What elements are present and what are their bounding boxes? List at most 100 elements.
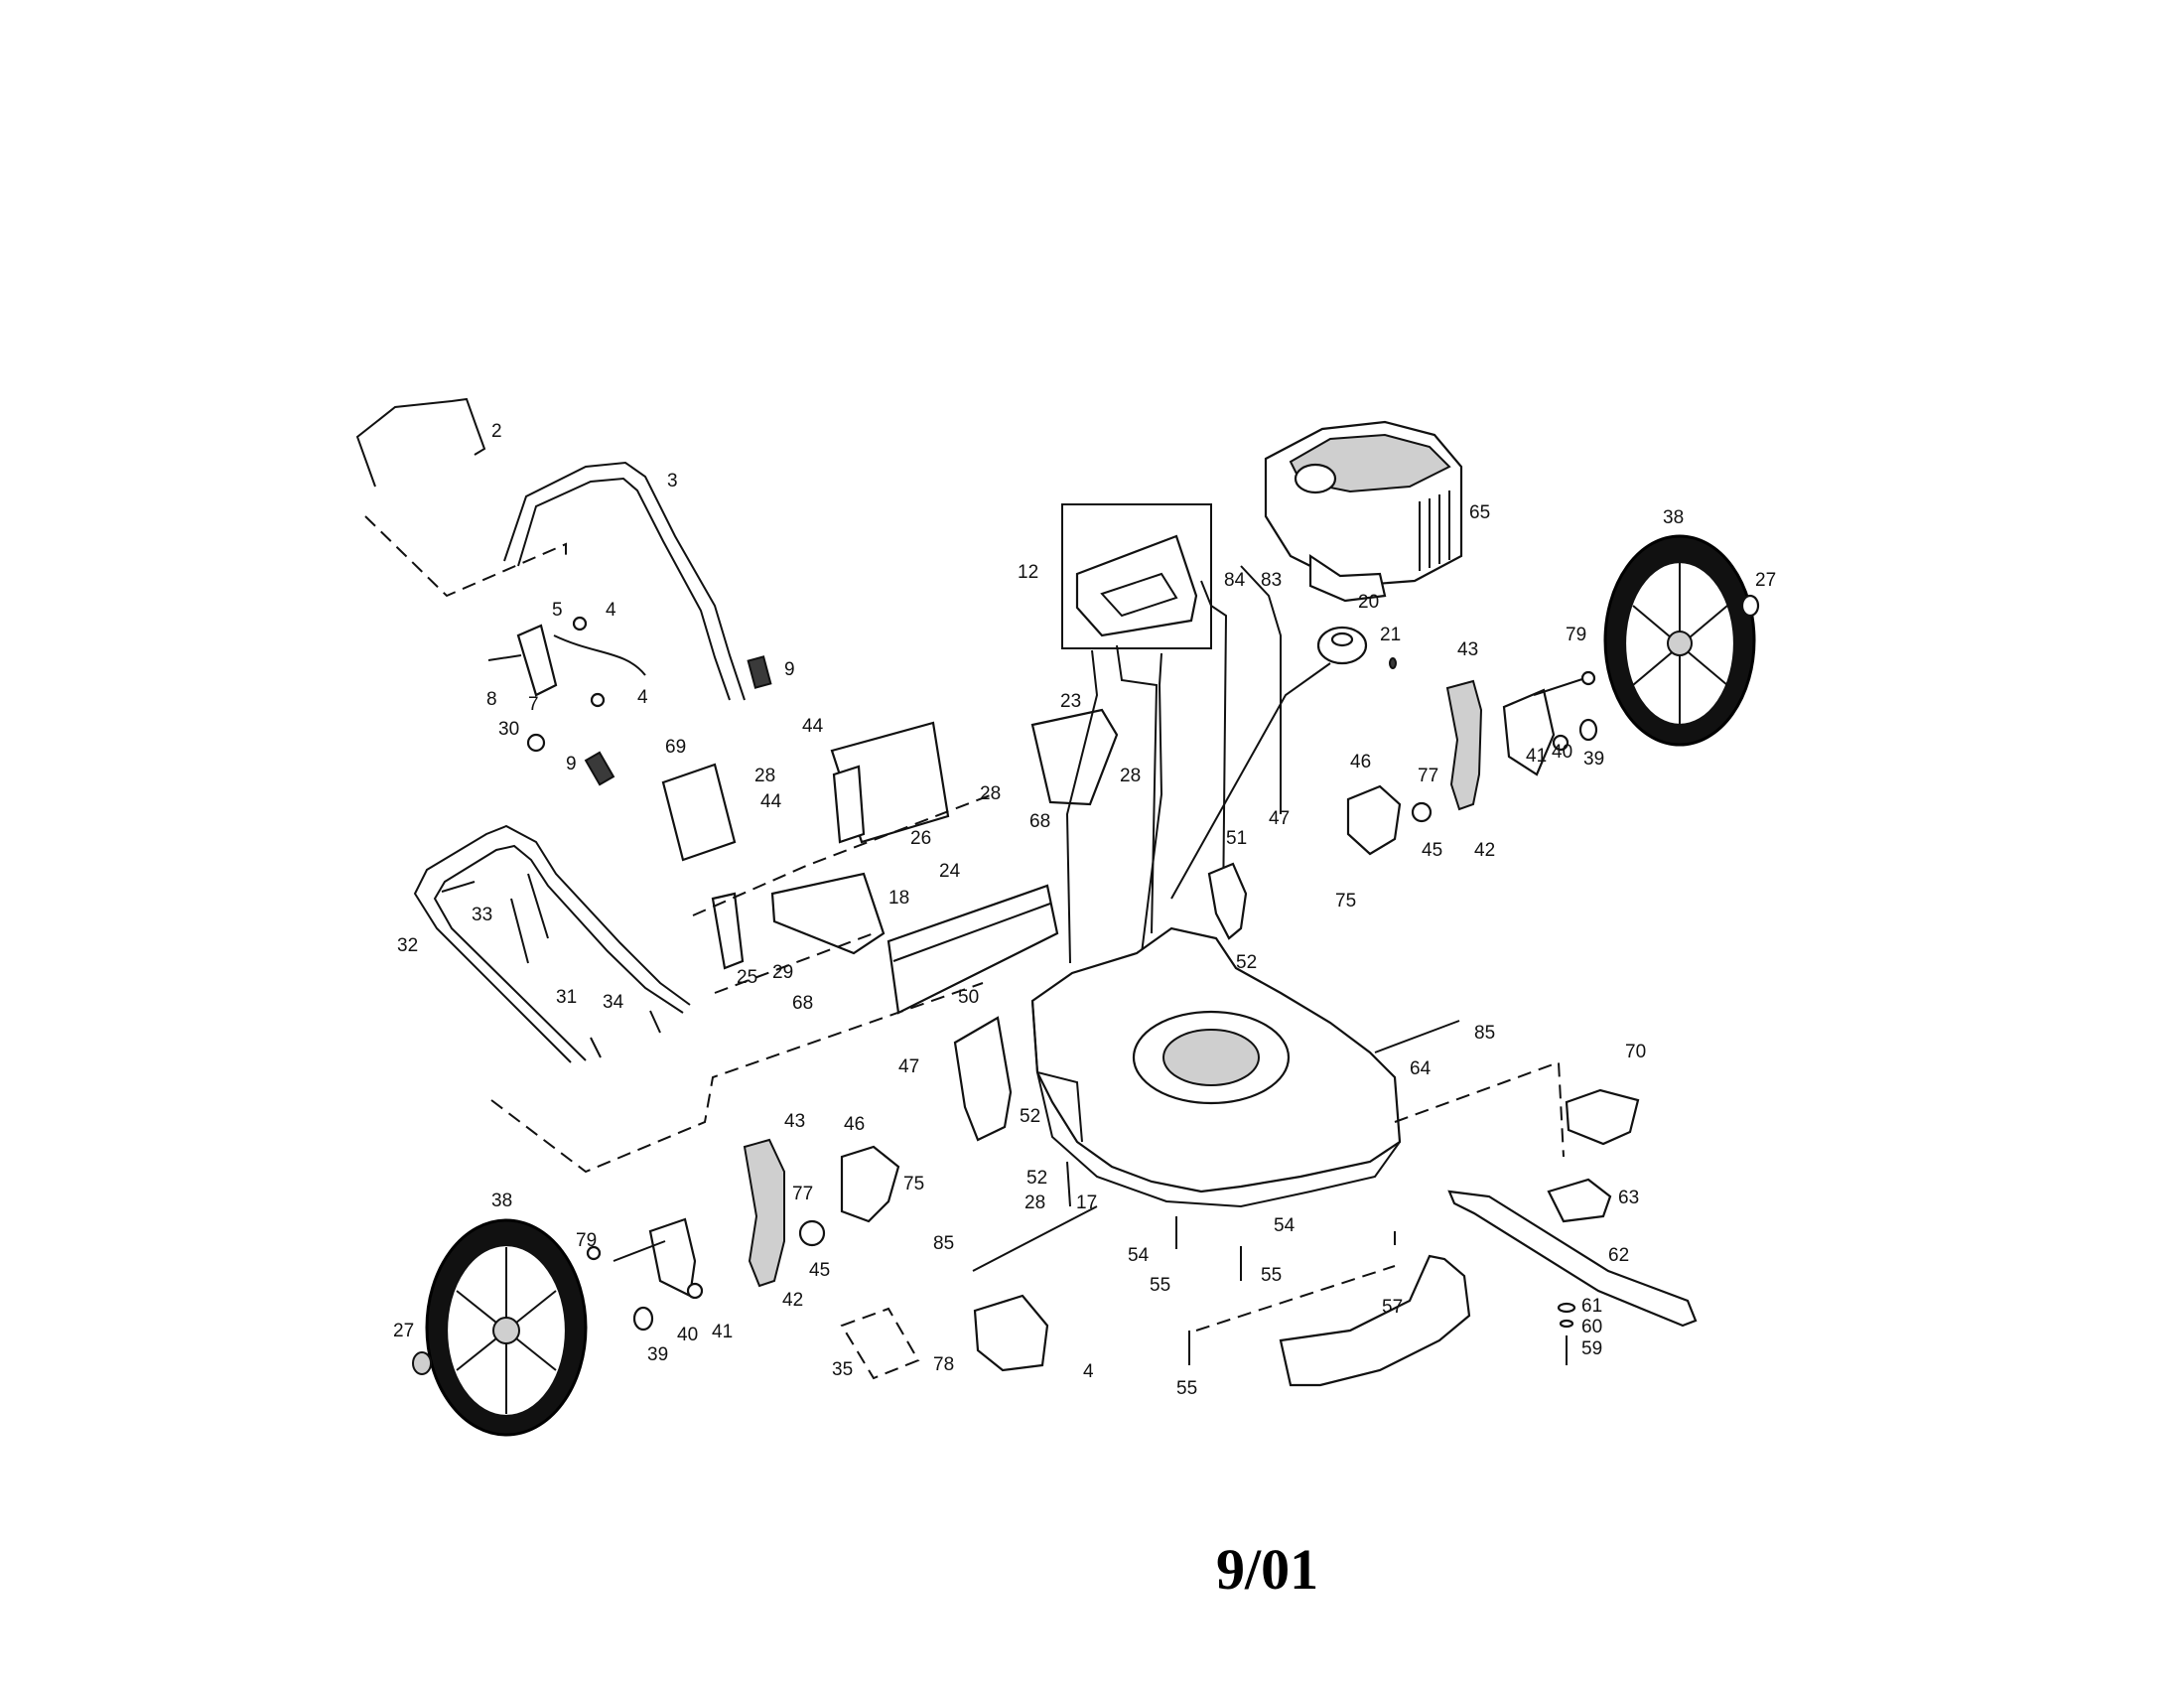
part-label: 17 [1076, 1193, 1097, 1213]
hubcap-27a [412, 1351, 432, 1375]
part-label: 40 [677, 1325, 698, 1345]
part-label: 85 [1474, 1023, 1495, 1044]
blade-guide [1195, 1060, 1565, 1332]
leader-lines [1065, 565, 1331, 964]
knob-4a [572, 616, 588, 632]
lever-43b [1445, 679, 1483, 811]
bolt-39a [632, 1306, 654, 1332]
hub-right [1667, 631, 1693, 656]
chute-29 [770, 872, 886, 955]
part-label: 43 [1457, 639, 1478, 660]
cable [553, 634, 646, 676]
part-label: 84 [1224, 570, 1246, 591]
mount-plate-12 [1075, 534, 1198, 637]
part-label: 45 [1422, 840, 1442, 861]
part-label: 26 [910, 828, 931, 849]
part-label: 41 [712, 1322, 733, 1342]
engine-cap [1294, 463, 1337, 494]
part-label: 46 [844, 1114, 865, 1135]
part-label: 28 [1120, 766, 1141, 786]
part-label: 18 [888, 888, 909, 909]
upper-handle-group [355, 397, 772, 786]
plate-46a [840, 1145, 900, 1223]
part-label: 52 [1026, 1168, 1047, 1189]
part-label: 59 [1581, 1338, 1602, 1359]
part-label: 55 [1261, 1265, 1282, 1286]
part-label: 39 [1583, 749, 1604, 770]
part-label: 42 [782, 1290, 803, 1311]
deck-rear [1031, 1000, 1083, 1143]
bolt-33 [441, 881, 476, 893]
lower-handle-inner [433, 844, 684, 1061]
part-label: 34 [603, 992, 624, 1013]
engine-fins [1419, 491, 1450, 571]
part-label: 42 [1474, 840, 1495, 861]
bracket-26-plate [832, 765, 866, 844]
axle-shaft-a [613, 1240, 666, 1262]
chute-guide [692, 793, 994, 994]
inset-12 [1061, 503, 1212, 649]
part-label: 4 [637, 687, 648, 708]
part-label: 32 [397, 935, 418, 956]
part-label: 69 [665, 737, 686, 758]
part-label: 44 [760, 791, 782, 812]
part-label: 39 [647, 1344, 668, 1365]
part-label: 8 [486, 689, 497, 710]
part-label: 38 [1663, 507, 1684, 528]
spacer-45b [1411, 801, 1433, 823]
deflector-35 [840, 1307, 920, 1380]
bracket-25 [711, 892, 745, 970]
washer-79a [586, 1245, 602, 1261]
part-label: 75 [1335, 891, 1356, 912]
part-label: 25 [737, 967, 757, 988]
part-label: 55 [1150, 1275, 1170, 1296]
part-label: 4 [1083, 1361, 1094, 1382]
part-label: 31 [556, 987, 577, 1008]
part-label: 41 [1526, 746, 1547, 767]
part-label: 68 [792, 993, 813, 1014]
lower-handle-group [413, 824, 984, 1174]
part-label: 23 [1060, 691, 1081, 712]
engine-group [1264, 420, 1463, 603]
lockwasher-60 [1559, 1319, 1574, 1329]
blade-62 [1447, 1190, 1698, 1328]
part-label: 52 [1236, 952, 1257, 973]
part-label: 30 [498, 719, 519, 740]
part-label: 83 [1261, 570, 1282, 591]
pulley-20-hub [1330, 632, 1354, 647]
lower-handle [413, 824, 691, 1063]
engine-base [1308, 553, 1387, 603]
part-label: 20 [1358, 592, 1379, 613]
hand-grip-left [584, 751, 615, 786]
height-adjuster-50 [953, 1016, 1013, 1142]
spring-31a [527, 873, 549, 939]
lever-43a [743, 1138, 785, 1288]
axle-shaft-b [1533, 676, 1589, 696]
part-label: 9 [784, 659, 795, 680]
hand-grip-right [747, 655, 772, 689]
part-label: 75 [903, 1174, 924, 1194]
skirt-57 [1279, 1254, 1471, 1387]
part-label: 62 [1608, 1245, 1629, 1266]
part-label: 12 [1018, 562, 1038, 583]
adapter-70 [1565, 1088, 1640, 1146]
leader-84 [1200, 580, 1228, 914]
part-labels: 2 3 4 4 4 5 7 8 9 9 12 17 18 20 21 23 24… [393, 421, 1776, 1399]
part-label: 2 [491, 421, 502, 442]
bag-cover-69 [661, 763, 737, 862]
flap-24-fold [892, 903, 1051, 962]
axle-41a [648, 1217, 697, 1298]
part-label: 40 [1552, 742, 1572, 763]
washer-61 [1557, 1302, 1576, 1314]
part-label: 4 [606, 600, 616, 621]
part-label: 64 [1410, 1058, 1432, 1079]
part-label: 61 [1581, 1296, 1602, 1317]
part-label: 68 [1029, 811, 1050, 832]
part-label: 65 [1469, 502, 1490, 523]
part-label: 29 [772, 962, 793, 983]
part-label: 21 [1380, 625, 1401, 645]
upper-handle [503, 461, 746, 701]
hubcap-27b [1740, 594, 1760, 618]
lower-handle-guide [490, 982, 984, 1174]
part-label: 77 [1418, 766, 1438, 786]
